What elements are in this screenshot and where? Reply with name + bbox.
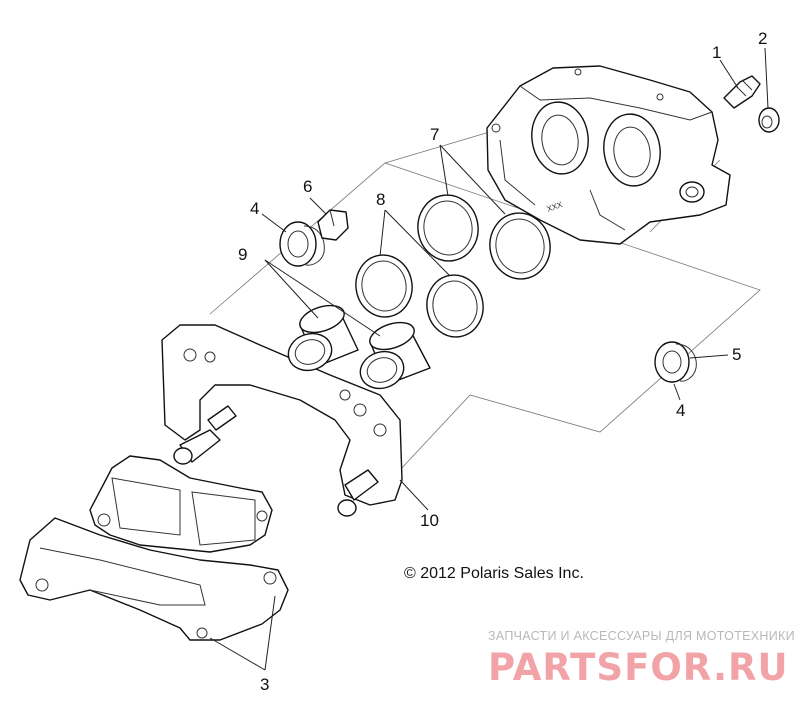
leader-lines [209,47,769,671]
callout-6: 6 [303,177,312,196]
callout-4-upper: 4 [250,199,259,218]
piston-1 [287,304,359,372]
piston-seal-outer-2 [489,212,551,280]
callout-1: 1 [712,43,721,62]
watermark: ЗАПЧАСТИ И АКСЕССУАРЫ ДЛЯ МОТОТЕХНИКИ PA… [488,629,795,689]
callout-labels: 1 2 7 6 4 8 9 5 4 10 3 [238,29,767,694]
callout-8: 8 [376,190,385,209]
bleeder-valve [723,75,761,109]
brake-pad-outer [19,517,289,641]
watermark-subtitle: ЗАПЧАСТИ И АКСЕССУАРЫ ДЛЯ МОТОТЕХНИКИ [488,629,795,643]
piston-seal-inner-2 [426,274,484,338]
piston-seal-inner-1 [355,254,413,318]
piston-seal-outer-1 [417,194,479,262]
callout-9: 9 [238,245,247,264]
guide-pin-bolt [317,209,349,241]
watermark-logo: PARTSFOR.RU [488,646,789,689]
callout-2: 2 [758,29,767,48]
mounting-bracket [161,324,403,517]
pin-boot-lower [654,341,697,383]
callout-7: 7 [430,125,439,144]
copyright-notice: © 2012 Polaris Sales Inc. [404,565,584,582]
bleeder-cap [758,107,780,133]
brake-pad-inner [89,455,273,553]
callout-10: 10 [420,511,439,530]
callout-5: 5 [732,345,741,364]
caliper-body: XXX [486,65,731,245]
callout-3: 3 [260,675,269,694]
piston-2 [359,321,431,390]
callout-4-lower: 4 [676,401,685,420]
pin-boot-upper [279,221,325,267]
